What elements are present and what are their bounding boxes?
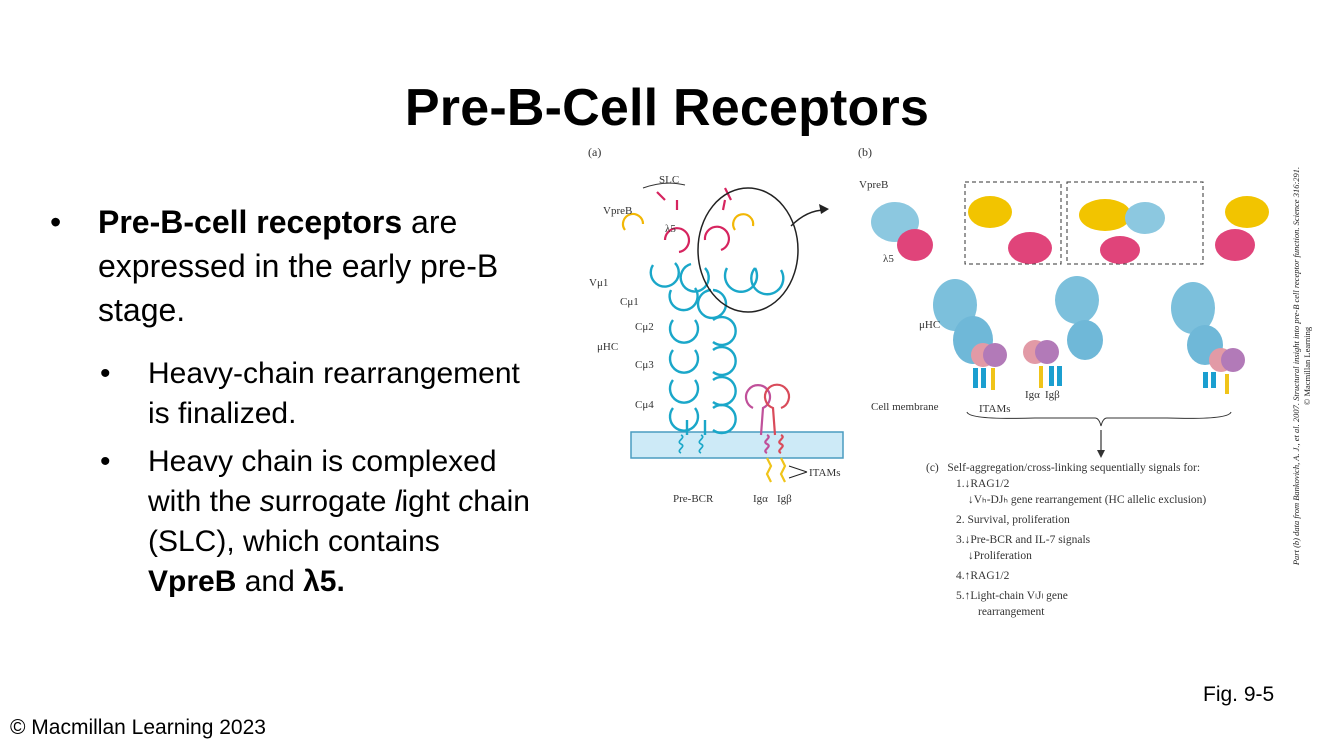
vpreb-chain [621,212,755,231]
label-b-muhc: μHC [919,319,940,331]
sub-bullet-2: • Heavy chain is complexed with the surr… [100,442,590,602]
panel-c-heading: (c) Self-aggregation/cross-linking seque… [926,462,1201,474]
figure-panel-a: (a) [588,145,844,505]
bullet-dot: • [100,445,111,478]
figure-panel-b: (b) VpreB λ5 μHC [858,145,1269,458]
credit-line-2: © Macmillan Learning [1302,326,1312,406]
bullet-dot: • [50,204,62,240]
heavy-chain-left [649,262,700,435]
dashed-box-2 [1066,181,1204,265]
copyright-footer: © Macmillan Learning 2023 [10,716,266,739]
panel-a-label: (a) [588,145,601,159]
tm-coils-heavy [678,434,704,454]
arrow-to-b [790,209,826,227]
label-cmu4: Cμ4 [635,399,654,411]
lambda5-chain [656,187,732,254]
sub-bullet-2-line4: VpreB and λ5. [148,565,345,598]
arrow-head-icon [819,204,829,214]
label-muhc: μHC [597,341,618,353]
label-igb: Igβ [777,493,792,505]
label-cmu1: Cμ1 [620,296,639,308]
sub-bullet-1-line1: Heavy-chain rearrangement [148,357,520,390]
panel-c-item-3b: ↓Proliferation [968,550,1032,562]
bullet-main: • Pre-B-cell receptors are expressed in … [50,200,590,332]
bullet-main-rest: are [402,204,458,240]
slc-brace [642,182,686,189]
down-arrow-icon [1097,450,1105,458]
figure-number: Fig. 9-5 [1203,683,1275,706]
label-lambda5: λ5 [665,223,676,235]
label-cmu2: Cμ2 [635,321,654,333]
label-b-lambda5: λ5 [883,253,894,265]
brace [966,411,1232,427]
panel-c: (c) Self-aggregation/cross-linking seque… [926,460,1286,620]
ig-alpha-beta [744,383,791,483]
label-cell-membrane: Cell membrane [871,401,939,413]
label-b-itams: ITAMs [979,403,1011,415]
protein-structure-2 [1055,199,1165,360]
panel-c-item-5b: rearrangement [978,606,1045,618]
label-b-igb: Igβ [1045,389,1060,401]
heavy-chain-right [679,262,785,435]
bullet-main-line2: expressed in the early pre-B [98,248,499,284]
panel-c-item-2: 2. Survival, proliferation [956,514,1070,526]
sub-bullet-1-line2: is finalized. [148,397,297,430]
label-itams: ITAMs [809,467,841,479]
bullet-dot: • [100,357,111,390]
label-b-vpreb: VpreB [859,179,888,191]
bullet-main-line3: stage. [98,292,186,328]
label-iga: Igα [753,493,768,505]
panel-c-item-3: 3.↓Pre-BCR and IL-7 signals [956,534,1091,546]
bullet-main-bold: Pre-B-cell receptors [98,204,403,240]
label-b-iga: Igα [1025,389,1040,401]
sub-bullet-1: • Heavy-chain rearrangement is finalized… [100,354,590,434]
itams-leader [788,465,808,479]
sub-bullet-2-line2: with the surrogate light chain [148,485,530,518]
slide-title: Pre-B-Cell Receptors [404,79,930,137]
label-cmu3: Cμ3 [635,359,654,371]
panel-c-item-1b: ↓Vₕ-DJₕ gene rearrangement (HC allelic e… [968,494,1207,506]
label-vmu1: Vμ1 [589,277,608,289]
label-prebcr: Pre-BCR [673,493,714,505]
figure-credit: Part (b) data from Bankovich, A. J., et … [1291,150,1312,570]
label-vpreb: VpreB [603,205,632,217]
sub-bullet-2-line3: (SLC), which contains [148,525,440,558]
bullet-list: • Pre-B-cell receptors are expressed in … [50,200,590,602]
ig-complexes [971,340,1245,394]
membrane [630,431,844,459]
protein-structure-1 [871,196,1052,364]
panel-c-item-4: 4.↑RAG1/2 [956,570,1010,582]
panel-b-label: (b) [858,145,872,159]
label-slc: SLC [659,174,679,186]
panel-c-item-5: 5.↑Light-chain VₗJₗ gene [956,590,1068,602]
protein-structure-3 [1171,196,1269,365]
credit-line-1: Part (b) data from Bankovich, A. J., et … [1291,166,1301,566]
highlight-ellipse [697,187,799,313]
sub-bullet-2-line1: Heavy chain is complexed [148,445,497,478]
panel-c-item-1: 1.↓RAG1/2 [956,478,1010,490]
dashed-box-1 [964,181,1062,265]
